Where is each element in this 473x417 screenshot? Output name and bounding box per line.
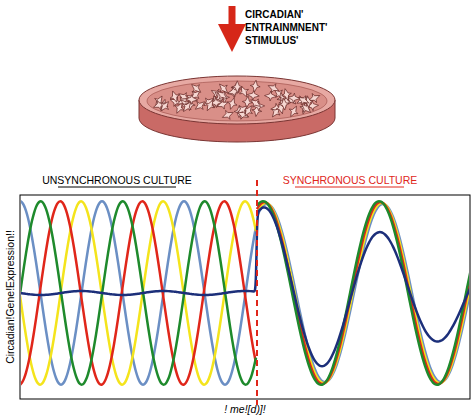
expression-curve	[257, 201, 469, 385]
expression-curves	[21, 201, 469, 385]
underline	[295, 187, 404, 188]
section-title: SYNCHRONOUS CULTURE	[283, 174, 418, 186]
section-title: UNSYNCHRONOUS CULTURE	[42, 174, 192, 186]
underline	[58, 187, 176, 188]
stimulus-time-line	[256, 180, 258, 405]
mean-expression-curve	[21, 207, 469, 366]
expression-curve	[257, 202, 469, 384]
axis-title: ! me![d)]!	[224, 403, 265, 415]
stimulus-label: CIRCADIAN' ENTRAINMNENT' STIMULUS'	[245, 8, 325, 47]
axis-title: Circadian!Gene!Expression!!	[4, 230, 16, 364]
petri-dish	[139, 76, 335, 142]
plot-frame	[20, 195, 470, 399]
stimulus-arrow	[229, 6, 236, 38]
